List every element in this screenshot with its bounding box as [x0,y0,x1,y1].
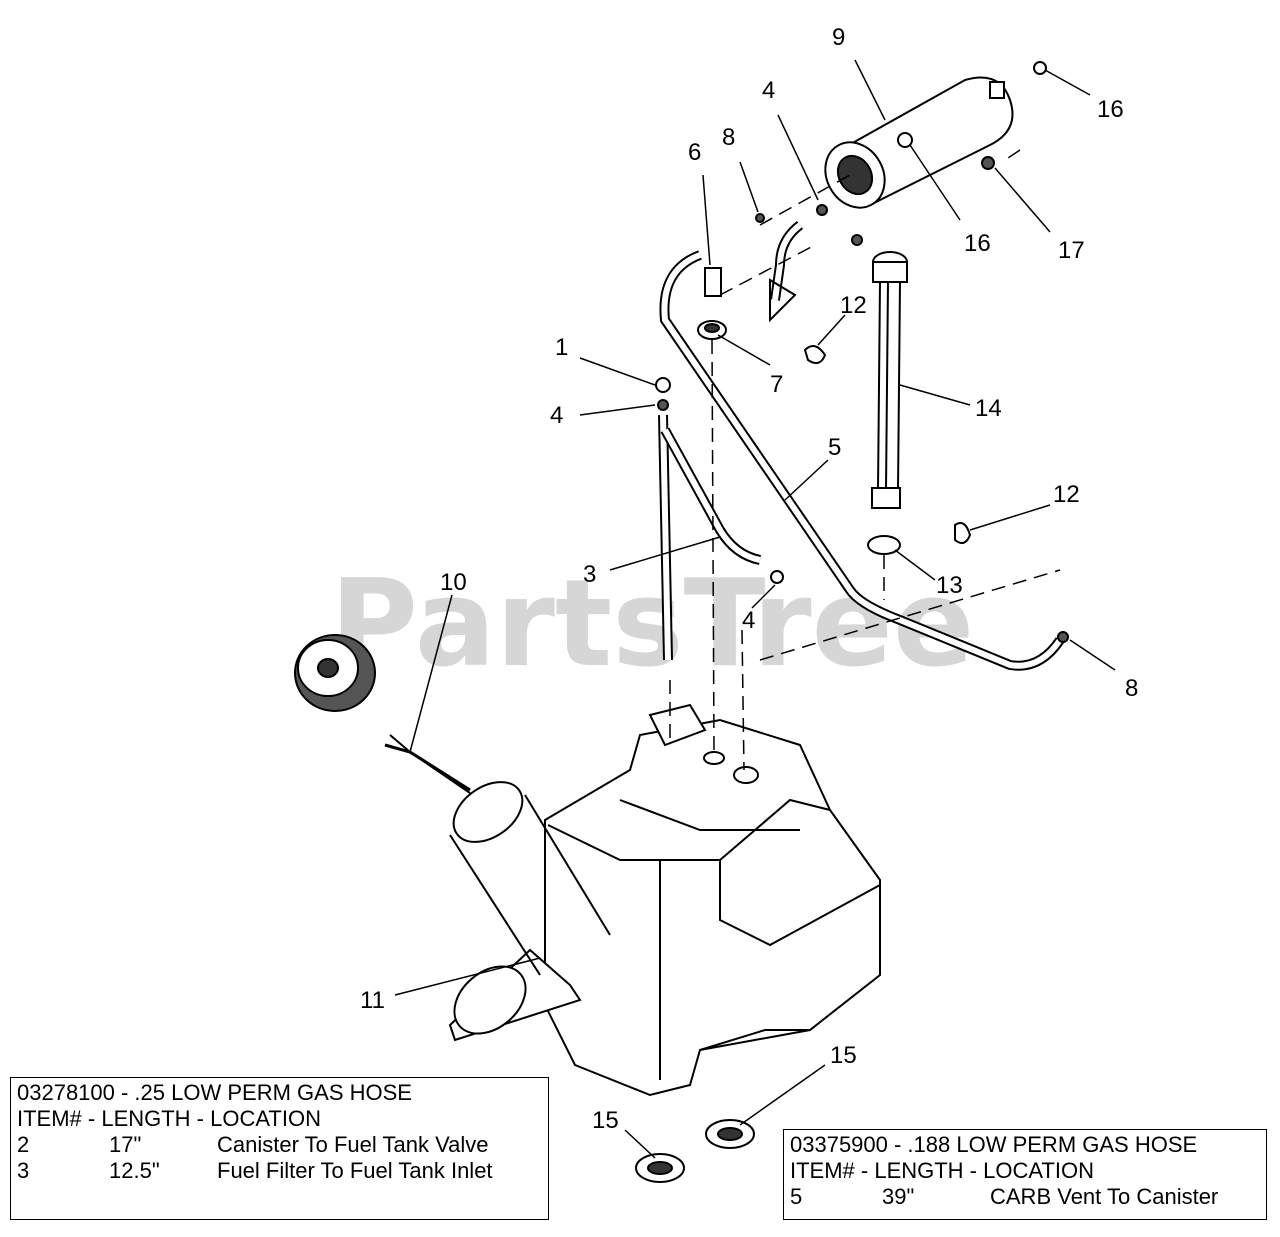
callout-14: 14 [975,395,1002,422]
cap-16-top [1033,61,1047,75]
table-row: 2 17" Canister To Fuel Tank Valve [17,1132,542,1158]
table-row: 3 12.5" Fuel Filter To Fuel Tank Inlet [17,1158,542,1184]
callout-12-lower: 12 [1053,481,1080,508]
callout-17: 17 [1058,237,1085,264]
nut-17 [981,156,995,170]
callout-3: 3 [583,561,596,588]
hose-table-1-title: 03278100 - .25 LOW PERM GAS HOSE [17,1080,412,1105]
hose-location: Fuel Filter To Fuel Tank Inlet [217,1158,493,1183]
callout-7: 7 [770,371,783,398]
charcoal-canister [824,76,1014,209]
leader-lines [394,59,1116,1159]
hose-table-2: 03375900 - .188 LOW PERM GAS HOSE ITEM# … [783,1129,1267,1220]
callout-4-top: 4 [762,77,775,104]
fuel-tank-11 [448,703,881,1097]
hose-location: CARB Vent To Canister [990,1184,1219,1209]
clamp-8-top [755,213,765,223]
table-row: 5 39" CARB Vent To Canister [790,1184,1260,1210]
callout-16-right: 16 [1097,96,1124,123]
clamp-4-top [816,204,828,216]
callout-8-low: 8 [1125,675,1138,702]
fitting-1 [655,377,671,393]
fuel-cap-10 [294,634,471,794]
callout-numbers: 9 4 8 6 16 16 17 12 1 7 4 14 5 12 3 10 1… [360,24,1138,1134]
callout-8-top: 8 [722,124,735,151]
clamp-12-upper [803,345,827,365]
clamp-4-mid [657,399,669,411]
hose-length: 17" [109,1132,142,1157]
nut-canister [851,234,863,246]
hose-table-1-header: ITEM# - LENGTH - LOCATION [17,1106,321,1131]
item-number: 3 [17,1158,30,1183]
callout-16-mid: 16 [964,230,991,257]
callout-15-right: 15 [830,1042,857,1069]
callout-5: 5 [828,434,841,461]
item-number: 2 [17,1132,30,1157]
hose-table-2-title: 03375900 - .188 LOW PERM GAS HOSE [790,1132,1198,1157]
clamp-12-lower [954,522,972,545]
callout-4-low: 4 [742,607,755,634]
callout-9: 9 [832,24,845,51]
callout-11: 11 [360,987,385,1014]
callout-4-mid: 4 [550,402,563,429]
item-number: 5 [790,1184,803,1209]
callout-12-upper: 12 [840,292,867,319]
callout-1: 1 [555,334,568,361]
hose-table-1: 03278100 - .25 LOW PERM GAS HOSE ITEM# -… [10,1077,549,1220]
callout-15-left: 15 [592,1107,619,1134]
watermark: PartsTree [330,555,974,694]
hose-length: 12.5" [109,1158,160,1183]
clamp-4-low [770,570,784,584]
callout-6: 6 [688,139,701,166]
callout-13: 13 [936,572,963,599]
hose-table-2-header: ITEM# - LENGTH - LOCATION [790,1158,1094,1183]
hose-length: 39" [882,1184,915,1209]
callout-10: 10 [440,569,467,596]
grommet-13 [867,535,901,555]
alignment-lines [669,149,1061,771]
clamp-8-end [1057,631,1069,643]
valve-6 [704,267,722,297]
hose-location: Canister To Fuel Tank Valve [217,1132,489,1157]
